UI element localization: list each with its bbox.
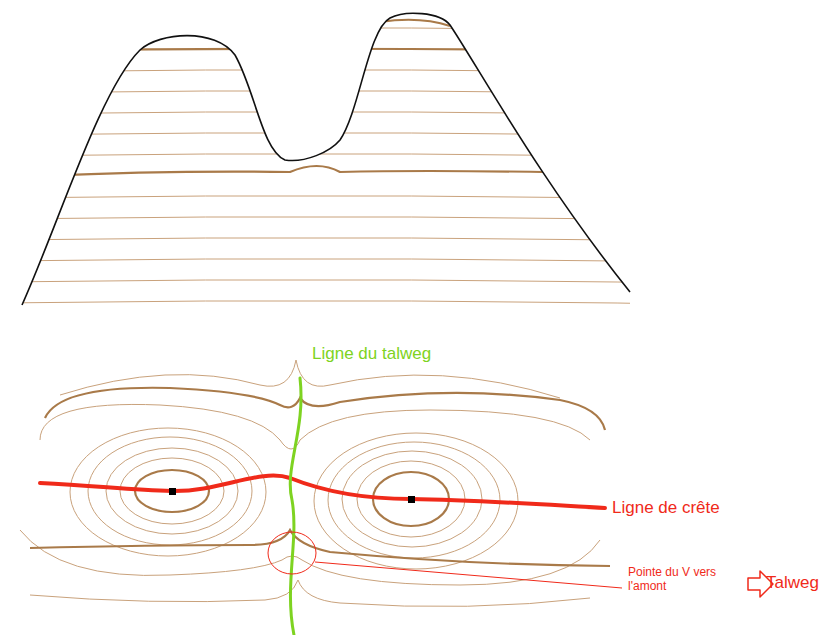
profile-contour — [0, 28, 823, 34]
profile-contour — [0, 301, 823, 307]
profile-contour — [380, 20, 450, 26]
line-label: Ligne de crête — [612, 498, 720, 518]
leader-line — [315, 562, 622, 588]
profile-contour — [0, 280, 823, 286]
callout-circle — [268, 532, 316, 574]
line-label: Ligne du talweg — [312, 344, 431, 364]
profile-outline — [22, 13, 630, 305]
profile-contours — [0, 20, 823, 307]
summit-marker — [408, 496, 415, 503]
term-label: Talweg — [766, 573, 819, 593]
profile-contour — [0, 238, 823, 244]
profile-contour — [0, 217, 823, 223]
profile-contour — [0, 49, 823, 55]
profile-contour — [0, 166, 823, 180]
summit-marker — [169, 488, 176, 495]
profile-contour — [0, 133, 823, 139]
talweg-line — [290, 378, 301, 635]
crest-line — [40, 476, 605, 508]
callout-note: Pointe du V vers l'amont — [628, 566, 736, 594]
profile-contour — [0, 112, 823, 118]
profile-contour — [0, 259, 823, 265]
profile-contour — [0, 154, 823, 160]
profile-contour — [0, 91, 823, 97]
profile-contour — [0, 196, 823, 202]
master-contours — [30, 388, 610, 566]
